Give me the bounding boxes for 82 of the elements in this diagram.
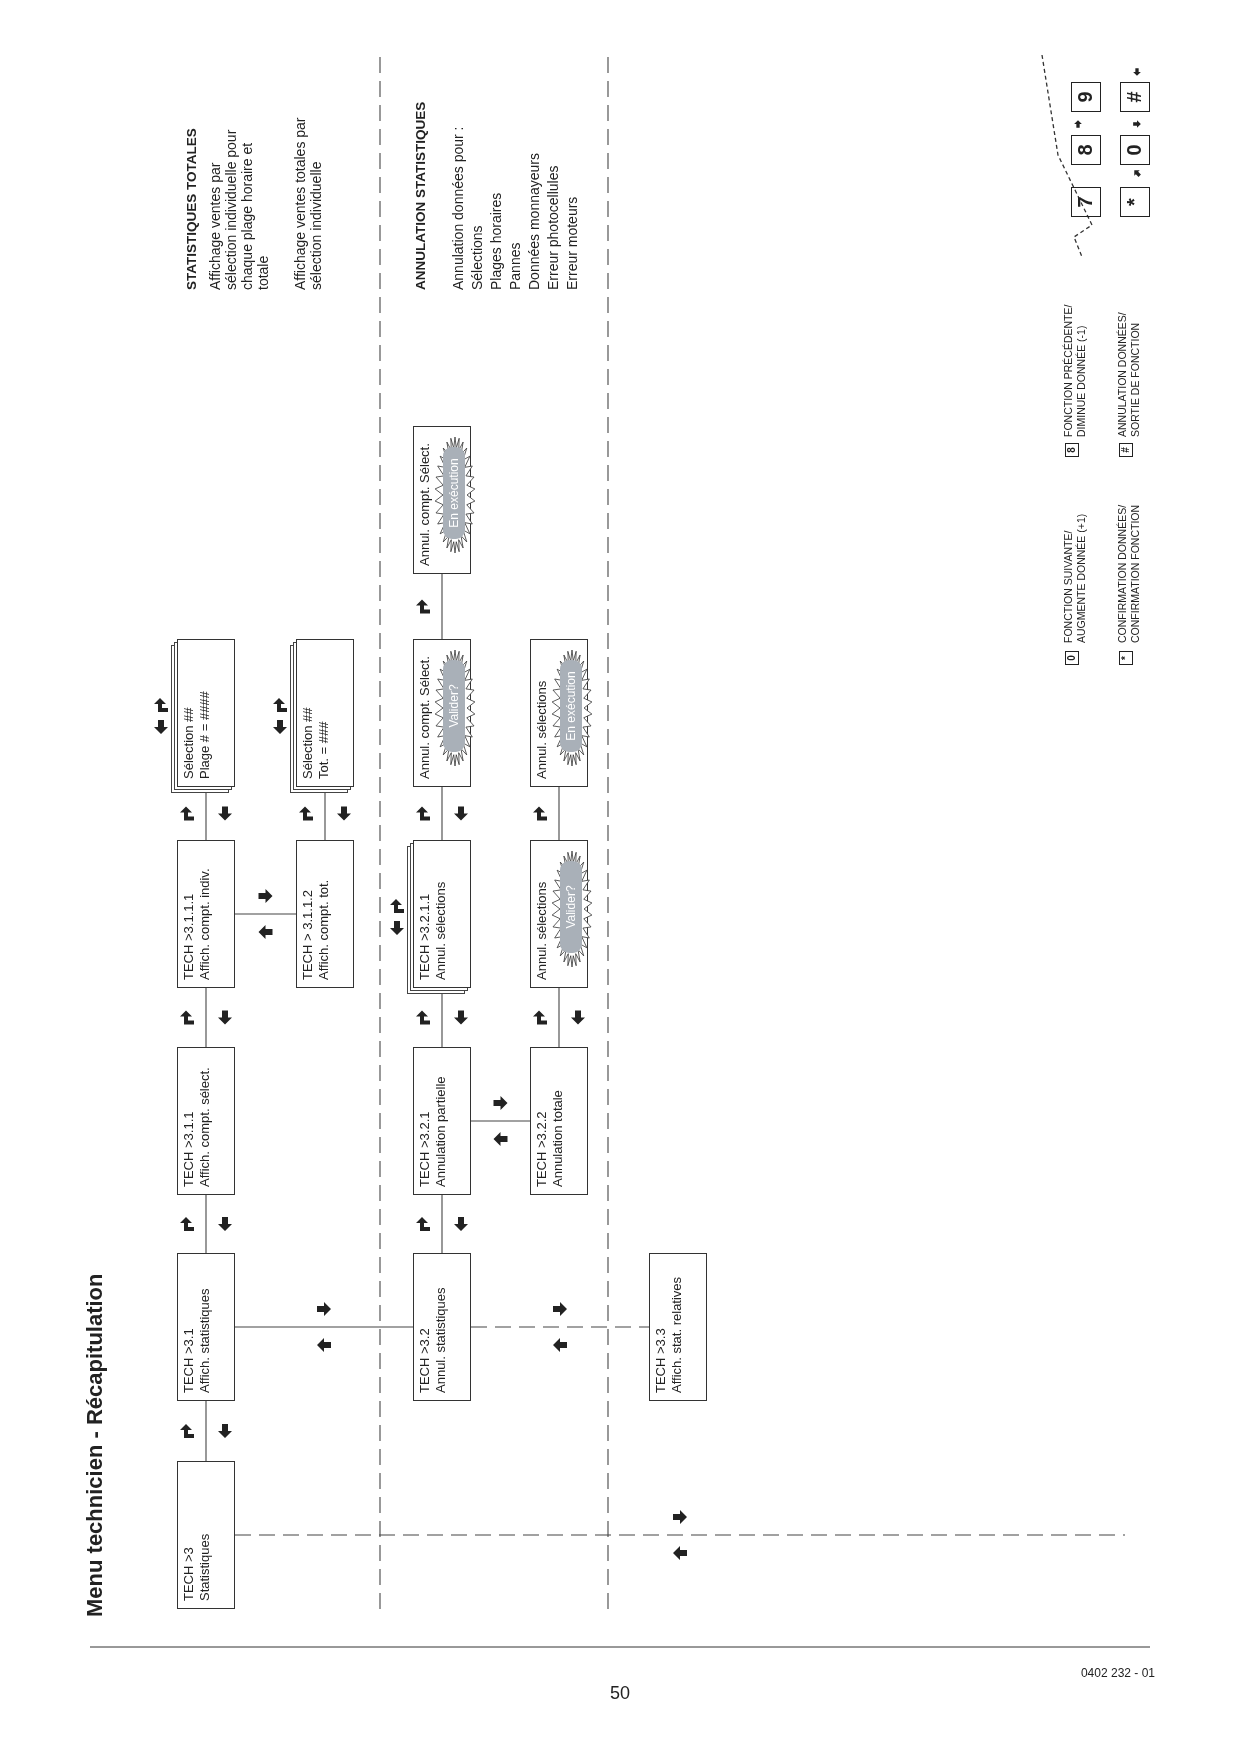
keypad-key: 0 xyxy=(1120,135,1150,165)
keypad-key: # xyxy=(1120,82,1150,112)
description-text: Annulation données pour : xyxy=(450,125,466,290)
key-description: CONFIRMATION DONNÉES/ CONFIRMATION FONCTION xyxy=(1116,503,1142,643)
menu-box xyxy=(177,840,235,988)
menu-box xyxy=(177,1047,235,1195)
menu-code: TECH >3.1.1 xyxy=(181,1110,197,1187)
menu-label: Plage # = #### xyxy=(197,690,213,779)
status-bubble: En exécution xyxy=(443,447,465,539)
connector-line xyxy=(441,573,443,640)
menu-code: TECH >3.1 xyxy=(181,1327,197,1393)
section-heading: STATISTIQUES TOTALES xyxy=(184,127,200,290)
key-symbol: * xyxy=(1119,651,1133,665)
connector-line xyxy=(558,786,560,841)
menu-box xyxy=(177,1461,235,1609)
connector-line xyxy=(205,1400,207,1462)
menu-box xyxy=(413,1047,471,1195)
menu-code: TECH >3.2.2 xyxy=(534,1110,550,1187)
menu-box xyxy=(413,1253,471,1401)
menu-code: TECH >3.1.1.1 xyxy=(181,892,197,980)
description-text: Plages horaires xyxy=(488,191,504,290)
key-description: FONCTION SUIVANTE/ AUGMENTE DONNÉE (+1) xyxy=(1062,512,1088,643)
description-text: Erreur moteurs xyxy=(564,195,580,290)
menu-code: Annul. compt. Sélect. xyxy=(417,655,433,779)
description-text: Erreur photocellules xyxy=(545,164,561,290)
description-text: Affichage ventes totales par sélection individuelle xyxy=(292,116,324,290)
description-text: Sélections xyxy=(469,224,485,290)
description-text: Données monnayeurs xyxy=(526,152,542,290)
menu-code: TECH >3.3 xyxy=(653,1327,669,1393)
menu-box xyxy=(177,1253,235,1401)
menu-code: TECH > 3.1.1.2 xyxy=(300,889,316,980)
connector-line xyxy=(558,987,560,1048)
menu-code: TECH >3.2.1 xyxy=(417,1110,433,1187)
connector-line xyxy=(234,1326,414,1328)
connector-line xyxy=(234,1534,1126,1536)
document-code: 0402 232 - 01 xyxy=(1079,1665,1155,1681)
menu-label: Affich. stat. relatives xyxy=(669,1275,685,1393)
keypad-key: 7 xyxy=(1071,187,1101,217)
description-text: Pannes xyxy=(507,241,523,290)
key-description: FONCTION PRÉCÉDENTE/ DIMINUE DONNÉE (-1) xyxy=(1062,303,1088,437)
page-number: 50 xyxy=(609,1682,631,1704)
menu-label: Affich. compt. tot. xyxy=(316,878,332,980)
keypad-key: 9 xyxy=(1071,82,1101,112)
section-heading: ANNULATION STATISTIQUES xyxy=(413,100,429,290)
connector-line xyxy=(234,913,297,915)
menu-code: Sélection ## xyxy=(300,706,316,779)
keypad-key: 8 xyxy=(1071,135,1101,165)
menu-code: Annul. sélections xyxy=(534,679,550,779)
menu-box xyxy=(530,1047,588,1195)
key-symbol: # xyxy=(1119,443,1133,457)
connector-line xyxy=(205,987,207,1048)
menu-code: Sélection ## xyxy=(181,706,197,779)
menu-label: Annulation totale xyxy=(550,1089,566,1187)
menu-label: Annulation partielle xyxy=(433,1075,449,1187)
menu-label: Tot. = ### xyxy=(316,720,332,779)
connector-line xyxy=(470,1326,650,1328)
key-symbol: 8 xyxy=(1065,443,1079,457)
menu-code: TECH >3.2.1.1 xyxy=(417,892,433,980)
key-symbol: 0 xyxy=(1065,651,1079,665)
menu-label: Annul. sélections xyxy=(433,880,449,980)
menu-code: TECH >3.2 xyxy=(417,1327,433,1393)
status-bubble: Valider? xyxy=(560,861,582,953)
menu-code: Annul. compt. Sélect. xyxy=(417,442,433,566)
keypad-key: * xyxy=(1120,187,1150,217)
menu-label: Affich. compt. indiv. xyxy=(197,867,213,980)
menu-label: Affich. statistiques xyxy=(197,1287,213,1393)
menu-label: Statistiques xyxy=(197,1532,213,1601)
menu-label: Affich. compt. sélect. xyxy=(197,1066,213,1187)
connector-line xyxy=(470,1120,531,1122)
menu-code: TECH >3 xyxy=(181,1546,197,1601)
description-text: Affichage ventes par sélection individuelle pour chaque plage horaire et totale xyxy=(207,128,271,290)
status-bubble: Valider? xyxy=(443,660,465,752)
menu-box xyxy=(296,840,354,988)
menu-label: Annul. statistiques xyxy=(433,1286,449,1393)
menu-box xyxy=(649,1253,707,1401)
connector-line xyxy=(441,1194,443,1254)
connector-line xyxy=(441,786,443,841)
key-description: ANNULATION DONNÉES/ SORTIE DE FONCTION xyxy=(1116,311,1142,437)
menu-code: Annul. sélections xyxy=(534,880,550,980)
page-title: Menu technicien - Récapitulation xyxy=(82,1273,108,1617)
connector-line xyxy=(205,1194,207,1254)
status-bubble: En exécution xyxy=(560,660,582,752)
